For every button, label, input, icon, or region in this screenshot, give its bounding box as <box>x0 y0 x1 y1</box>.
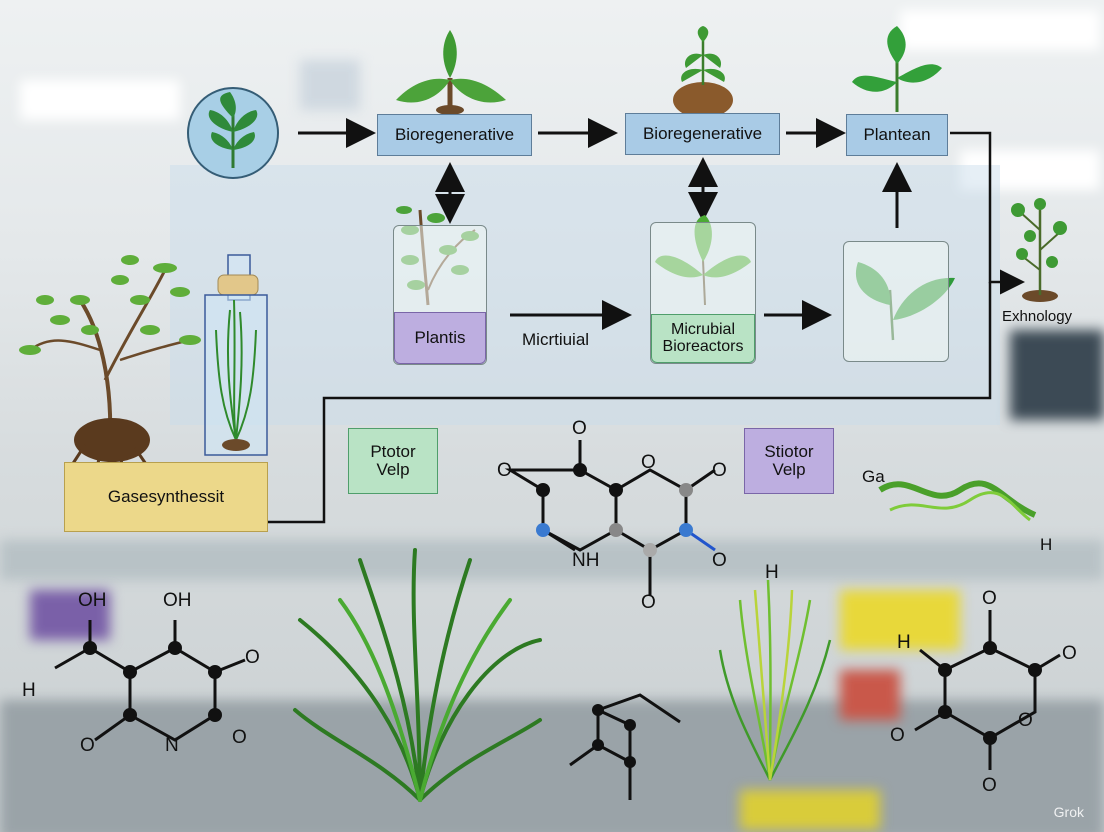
gasesynthessit-box: Gasesynthessit <box>64 462 268 532</box>
test-tube-icon <box>205 255 267 455</box>
grok-watermark: Grok <box>1054 804 1084 820</box>
atom-label: O <box>497 460 512 482</box>
atom-label: N <box>165 735 179 757</box>
bioregenerative-box-2: Bioregenerative <box>625 113 780 155</box>
molecule-structure <box>570 695 680 800</box>
exhnology-label: Exhnology <box>1002 308 1072 325</box>
bioregenerative-box-1: Bioregenerative <box>377 114 532 156</box>
molecule-structure <box>55 620 245 740</box>
atom-label: O <box>245 647 260 669</box>
microbial-bioreactors-box: Micrubial Bioreactors <box>651 314 755 363</box>
atom-label: H <box>22 680 36 702</box>
atom-label: O <box>641 452 656 474</box>
atom-label: O <box>232 727 247 749</box>
micrtiuial-label: Micrtiuial <box>522 330 589 350</box>
seaweed-icon <box>720 580 830 780</box>
molecule-structure <box>510 440 715 595</box>
seedling-soil-icon <box>673 26 733 118</box>
plantis-box: Plantis <box>394 312 486 364</box>
atom-label: O <box>1062 643 1077 665</box>
leaf-circle-icon <box>188 88 278 178</box>
sprout-icon <box>396 30 506 115</box>
atom-label: H <box>765 562 779 584</box>
algae-ribbon-icon <box>880 483 1035 520</box>
molecule-structure <box>915 610 1060 770</box>
atom-label: H <box>897 632 911 654</box>
molecule-atoms <box>83 641 222 722</box>
atom-label: O <box>572 418 587 440</box>
atom-label: O <box>80 735 95 757</box>
stiotor-velp-box: Stiotor Velp <box>744 428 834 494</box>
atom-label: O <box>890 725 905 747</box>
leaf-container <box>843 241 949 362</box>
grass-clump-icon <box>295 550 540 800</box>
atom-label: NH <box>572 550 599 572</box>
atom-label: O <box>982 588 997 610</box>
h-label: H <box>1040 535 1052 555</box>
atom-label: O <box>712 550 727 572</box>
atom-label: OH <box>78 590 107 612</box>
atom-label: O <box>982 775 997 797</box>
atom-label: O <box>712 460 727 482</box>
sapling-icon <box>1011 198 1067 302</box>
atom-label: O <box>641 592 656 614</box>
tree-roots-icon <box>19 255 201 478</box>
ga-label: Ga <box>862 467 885 487</box>
atom-label: OH <box>163 590 192 612</box>
plantean-box: Plantean <box>846 114 948 156</box>
ptotor-velp-box: Ptotor Velp <box>348 428 438 494</box>
connector-line <box>950 133 1020 282</box>
plant-icon <box>852 26 942 112</box>
atom-label: O <box>1018 710 1033 732</box>
